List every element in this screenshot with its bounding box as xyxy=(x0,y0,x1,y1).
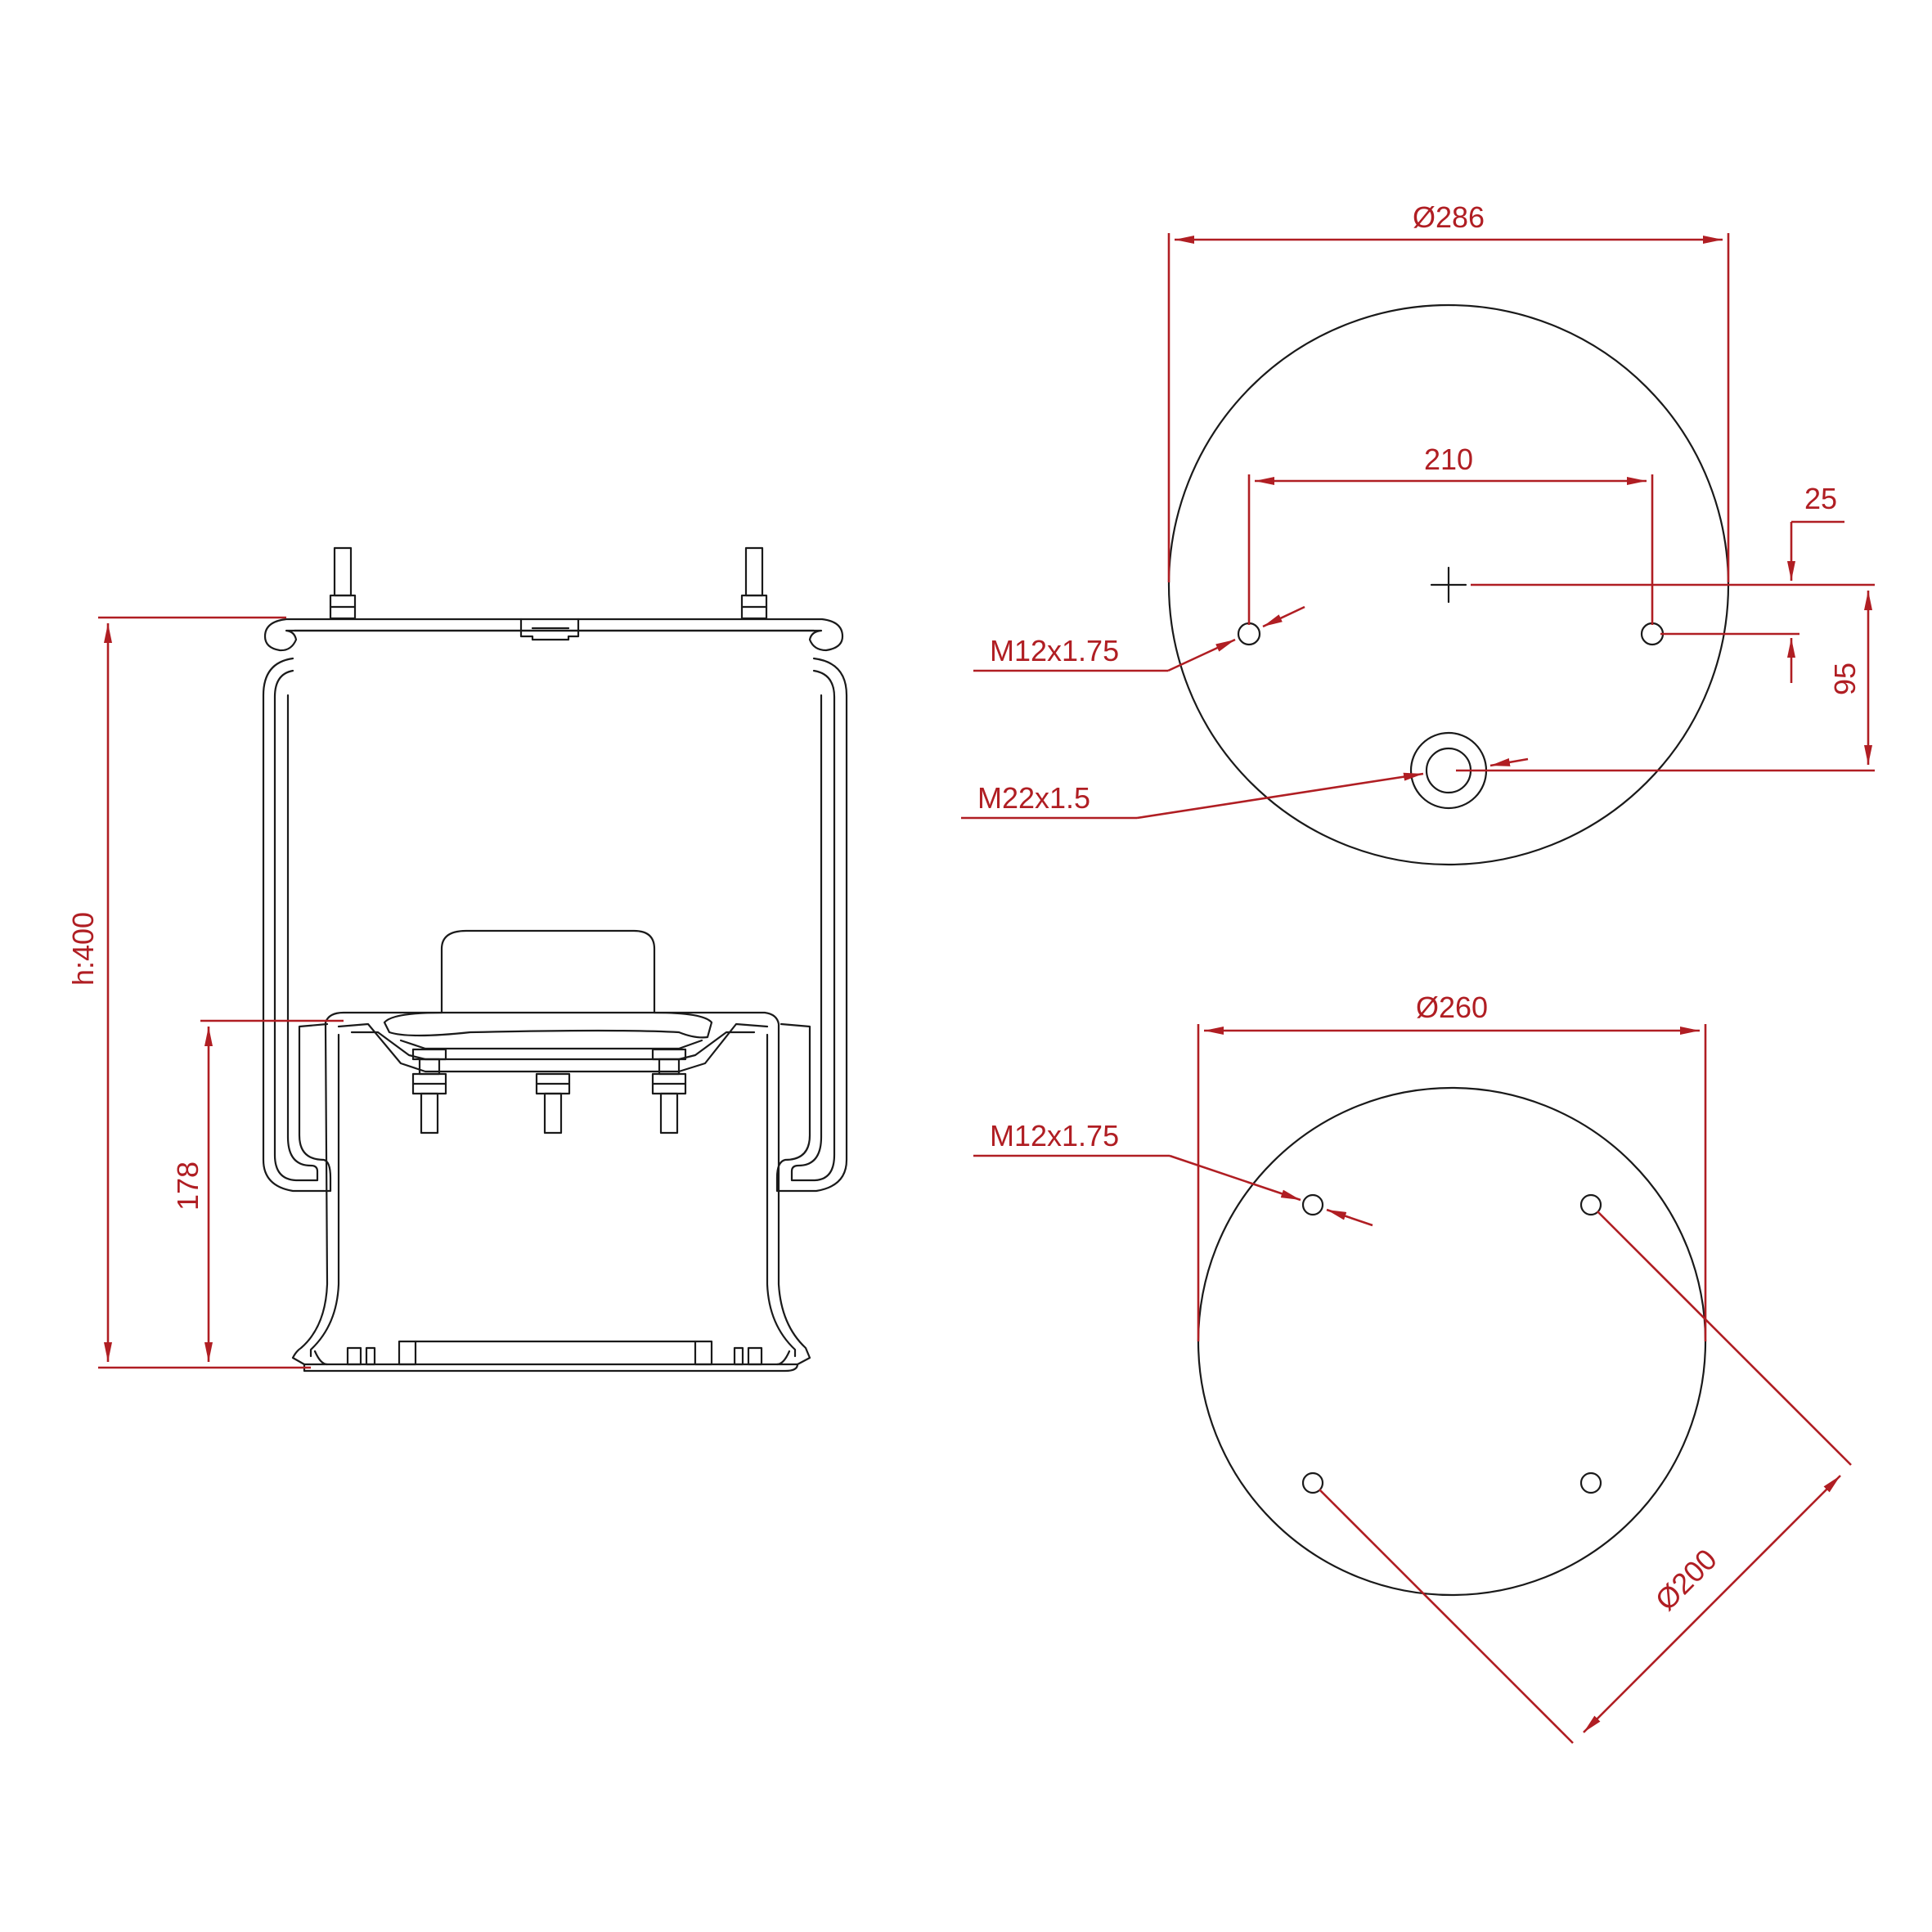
bolt-hole-bottom-right xyxy=(1579,1471,1602,1494)
bellows-inner-right xyxy=(790,669,836,1182)
stud-spacing-label: 210 xyxy=(1424,443,1473,476)
stud-spacing-dimension: 210 xyxy=(1247,443,1654,625)
bolt-circle-dimension: Ø200 xyxy=(1319,1211,1852,1744)
top-view: Ø286 210 25 95 M12x1.75 xyxy=(961,200,1875,866)
bottom-bolt-center xyxy=(535,1072,571,1134)
bolt-thread-leader: M12x1.75 xyxy=(973,1119,1373,1227)
port-offset-dimension: 95 xyxy=(1456,591,1875,772)
top-stud-left xyxy=(329,546,357,620)
base-plate xyxy=(303,1363,799,1373)
top-stud-right xyxy=(740,546,768,620)
piston-body xyxy=(291,1011,811,1366)
port-offset-label: 95 xyxy=(1828,663,1862,695)
bumper xyxy=(383,929,713,1039)
bolt-hole-top-right xyxy=(1579,1193,1602,1216)
height-label: h:400 xyxy=(66,912,100,986)
stud-hole-left xyxy=(1237,622,1261,646)
piston-height-dimension: 178 xyxy=(171,1019,344,1362)
bellows-inner-left xyxy=(273,669,319,1182)
bottom-diameter-label: Ø260 xyxy=(1416,991,1488,1024)
base-tabs xyxy=(313,1340,791,1366)
center-mark xyxy=(1430,566,1467,604)
stud-thread-leader: M12x1.75 xyxy=(973,605,1305,672)
height-dimension: h:400 xyxy=(66,616,311,1369)
bottom-plate-outline xyxy=(1197,1086,1707,1597)
piston-height-label: 178 xyxy=(171,1161,204,1211)
bellows-outer-right xyxy=(775,657,848,1193)
piston-seat xyxy=(337,1022,769,1073)
piston-seat-inner xyxy=(350,1031,756,1061)
bolt-hole-bottom-left xyxy=(1301,1471,1324,1494)
center-nub xyxy=(519,618,580,641)
port-thread-leader: M22x1.5 xyxy=(961,757,1529,820)
bolt-circle-label: Ø200 xyxy=(1649,1543,1723,1617)
piston-inner-wall xyxy=(309,1033,340,1358)
bottom-bolt-right xyxy=(651,1048,687,1134)
top-diameter-dimension: Ø286 xyxy=(1167,200,1730,582)
port-thread-label: M22x1.5 xyxy=(977,781,1090,815)
bolt-hole-top-left xyxy=(1301,1193,1324,1216)
bottom-bolt-left xyxy=(411,1048,447,1134)
bottom-view: Ø260 M12x1.75 Ø200 xyxy=(973,991,1852,1744)
stud-offset-dimension: 25 xyxy=(1471,482,1875,683)
bumper-inner xyxy=(399,1039,703,1050)
side-view: h:400 178 xyxy=(66,546,848,1373)
stud-thread-label: M12x1.75 xyxy=(990,634,1119,667)
top-bead-plate xyxy=(263,618,844,652)
bottom-diameter-dimension: Ø260 xyxy=(1197,991,1707,1341)
piston-inner-wall-right xyxy=(766,1033,797,1358)
bolt-thread-label: M12x1.75 xyxy=(990,1119,1119,1152)
top-diameter-label: Ø286 xyxy=(1413,200,1485,234)
stud-hole-right xyxy=(1640,622,1665,646)
stud-offset-label: 25 xyxy=(1804,482,1837,515)
bellows-outer xyxy=(262,657,332,1193)
